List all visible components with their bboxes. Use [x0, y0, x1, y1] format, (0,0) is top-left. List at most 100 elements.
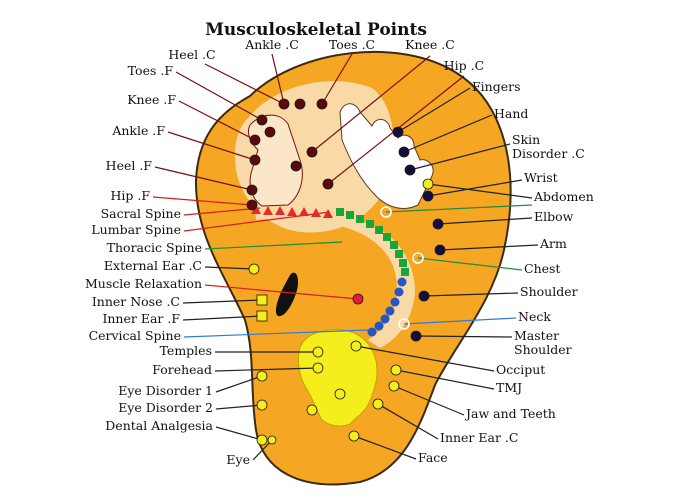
point-abdomen	[380, 206, 392, 218]
sacral-spine-marker	[311, 208, 321, 217]
label-jaw-and-teeth-15: Jaw and Teeth	[464, 406, 556, 421]
label-hand-1: Hand	[494, 106, 528, 121]
point-inner-nose-c	[256, 294, 268, 306]
thoracic-spine-marker	[366, 220, 374, 228]
label-shoulder-9: Shoulder	[520, 284, 578, 299]
point-heel-c	[278, 98, 290, 110]
label-muscle-relaxation: Muscle Relaxation	[85, 276, 202, 291]
label-toes-c: Toes .C	[329, 37, 375, 52]
label-sacral-spine: Sacral Spine	[101, 206, 181, 221]
leader-line	[403, 114, 493, 153]
point-forehead	[312, 362, 324, 374]
label-eye: Eye	[226, 452, 250, 467]
label-heel-c: Heel .C	[168, 47, 215, 62]
thoracic-spine-marker	[401, 268, 409, 276]
point-knee-f-1	[264, 126, 276, 138]
leader-line	[409, 143, 511, 171]
hand-figure	[339, 103, 434, 209]
leader-line	[395, 369, 495, 390]
label-inner-ear-f: Inner Ear .F	[102, 311, 180, 326]
leader-line	[415, 335, 513, 338]
leader-line	[437, 217, 533, 225]
sacral-spine-marker	[299, 207, 309, 216]
leader-lines	[152, 53, 539, 461]
leader-line	[439, 244, 539, 251]
cervical-spine-marker	[385, 306, 395, 316]
label-skin-2: Skin	[512, 132, 540, 147]
leader-line	[423, 292, 519, 297]
point-temples	[312, 346, 324, 358]
point-fingers	[392, 126, 404, 138]
label-wrist-4: Wrist	[524, 170, 558, 185]
leader-line	[427, 179, 523, 197]
cervical-spine-marker	[397, 277, 407, 287]
leader-line	[204, 266, 255, 270]
point-face	[348, 430, 360, 442]
point-occiput	[350, 340, 362, 352]
point-wrist-2	[422, 190, 434, 202]
leader-line	[167, 131, 256, 161]
point-inner-ear-f	[256, 310, 268, 322]
thoracic-spine-marker	[390, 241, 398, 249]
label-occiput-13: Occiput	[496, 362, 545, 377]
thoracic-spine-marker	[346, 211, 354, 219]
leader-line	[353, 435, 417, 460]
cervical-spine-marker	[394, 287, 404, 297]
point-head-2	[306, 404, 318, 416]
leader-line	[183, 207, 261, 216]
thoracic-spine-marker	[399, 259, 407, 267]
label-ankle-f: Ankle .F	[111, 123, 165, 138]
leader-line	[204, 63, 285, 105]
point-tmj	[390, 364, 402, 376]
concha-cavity	[275, 272, 299, 317]
leader-line	[271, 53, 285, 105]
point-knee-f-2	[249, 134, 261, 146]
spine-markers	[251, 205, 409, 337]
diagram-title: Musculoskeletal Points	[205, 20, 427, 40]
acupoints	[246, 98, 446, 446]
label-disorder-c-3: Disorder .C	[512, 146, 585, 161]
leader-line	[403, 317, 517, 325]
leader-line	[154, 166, 253, 191]
label-hip-c: Hip .C	[444, 58, 484, 73]
leader-line	[417, 257, 523, 271]
point-elbow	[432, 218, 444, 230]
label-thoracic-spine: Thoracic Spine	[107, 240, 202, 255]
leader-line	[321, 53, 353, 105]
leader-line	[311, 55, 431, 153]
leader-line	[215, 426, 263, 441]
leader-line	[152, 196, 253, 206]
point-hip-f	[246, 199, 258, 211]
point-master-shoulder	[410, 330, 422, 342]
label-tmj-14: TMJ	[496, 380, 522, 395]
cervical-spine-marker	[374, 321, 384, 331]
leader-line	[182, 299, 263, 304]
thoracic-spine-marker	[383, 233, 391, 241]
leader-line	[427, 183, 533, 199]
label-eye-disorder-1: Eye Disorder 1	[118, 383, 213, 398]
point-ankle-f	[249, 154, 261, 166]
label-neck-10: Neck	[518, 309, 551, 324]
cervical-spine-marker	[380, 314, 390, 324]
label-chest-8: Chest	[524, 261, 560, 276]
leader-line	[175, 71, 263, 121]
leader-line	[385, 204, 533, 213]
label-ankle-c: Ankle .C	[244, 37, 299, 52]
cervical-spine-marker	[367, 327, 377, 337]
label-cervical-spine: Cervical Spine	[89, 328, 181, 343]
point-head-1	[334, 388, 346, 400]
point-heel-f	[246, 184, 258, 196]
label-forehead: Forehead	[152, 362, 212, 377]
sacral-spine-marker	[275, 206, 285, 215]
label-knee-f: Knee .F	[127, 92, 176, 107]
point-toes-f	[256, 114, 268, 126]
label-temples: Temples	[160, 343, 212, 358]
point-external-ear	[248, 263, 260, 275]
thoracic-spine-marker	[336, 208, 344, 216]
point-shoulder	[418, 290, 430, 302]
point-eye-disorder-1	[256, 370, 268, 382]
